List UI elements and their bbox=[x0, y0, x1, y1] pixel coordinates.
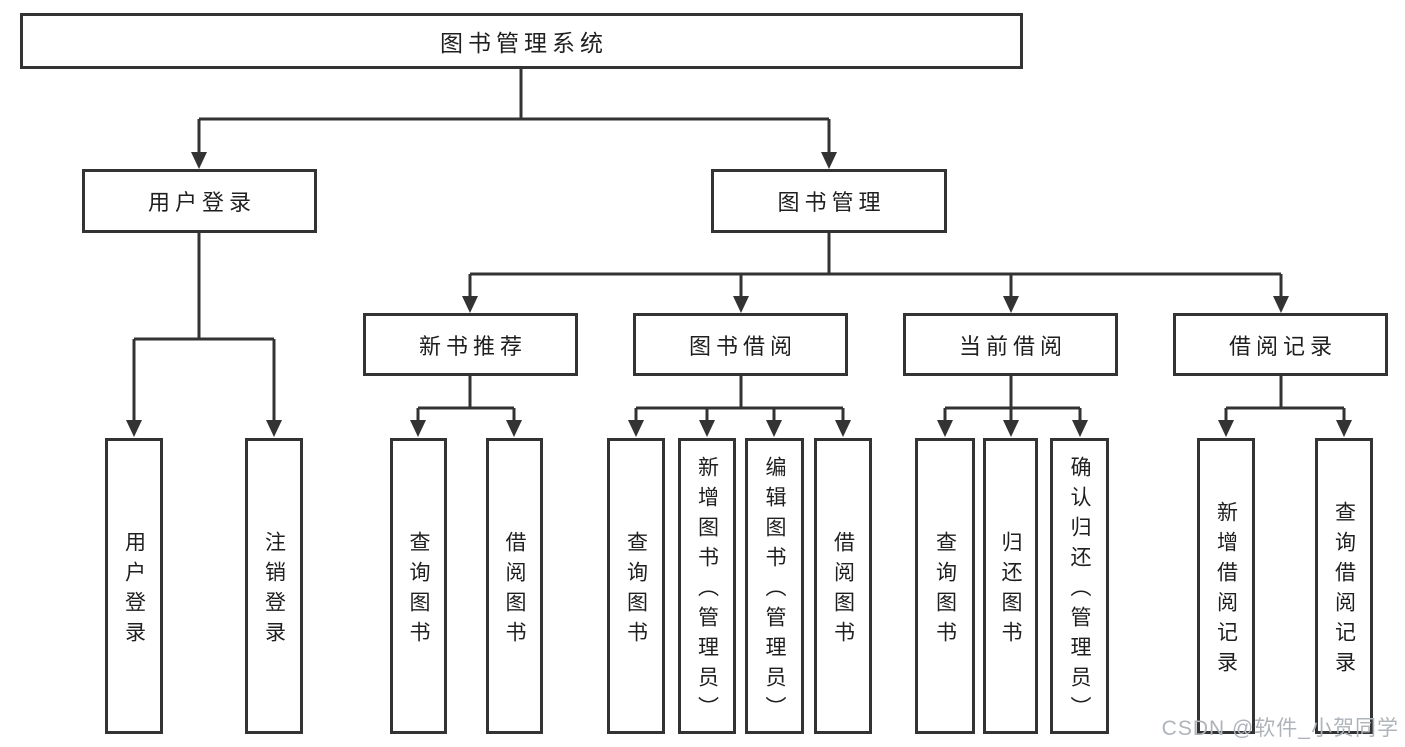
node-label: 新书推荐 bbox=[418, 333, 527, 359]
node-user-login: 用户登录 bbox=[82, 169, 317, 233]
node-label: 图书借阅 bbox=[688, 333, 797, 359]
node-label: 编辑图书（管理员） bbox=[763, 455, 786, 726]
node-label: 查询图书 bbox=[624, 530, 648, 651]
leaf-query-books-borrowing: 查询图书 bbox=[607, 438, 665, 734]
node-new-book-recommend: 新书推荐 bbox=[363, 313, 578, 376]
node-label: 确认归还（管理员） bbox=[1068, 455, 1091, 726]
node-label: 查询图书 bbox=[407, 530, 430, 651]
node-label: 新增图书（管理员） bbox=[695, 455, 719, 726]
node-borrowing-records: 借阅记录 bbox=[1173, 313, 1388, 376]
node-label: 用户登录 bbox=[122, 530, 146, 651]
node-book-management: 图书管理 bbox=[711, 169, 947, 233]
leaf-query-borrow-record: 查询借阅记录 bbox=[1315, 438, 1373, 734]
leaf-add-borrow-record: 新增借阅记录 bbox=[1197, 438, 1255, 734]
node-label: 借阅记录 bbox=[1228, 333, 1337, 359]
node-label: 借阅图书 bbox=[503, 530, 526, 651]
node-book-borrowing: 图书借阅 bbox=[633, 313, 848, 376]
leaf-logout: 注销登录 bbox=[245, 438, 303, 734]
node-label: 查询借阅记录 bbox=[1332, 500, 1356, 681]
leaf-user-login: 用户登录 bbox=[105, 438, 163, 734]
node-current-borrowing: 当前借阅 bbox=[903, 313, 1118, 376]
node-library-management-system: 图书管理系统 bbox=[20, 13, 1023, 69]
tree-branch-lines bbox=[132, 69, 1346, 423]
leaf-confirm-return-admin: 确认归还（管理员） bbox=[1050, 438, 1109, 734]
leaf-query-books-current: 查询图书 bbox=[915, 438, 975, 734]
node-label: 注销登录 bbox=[262, 530, 286, 651]
node-label: 图书管理系统 bbox=[440, 30, 608, 56]
leaf-query-books-recommend: 查询图书 bbox=[390, 438, 447, 734]
leaf-borrow-books-recommend: 借阅图书 bbox=[486, 438, 543, 734]
node-label: 借阅图书 bbox=[831, 530, 855, 651]
node-label: 图书管理 bbox=[777, 190, 886, 215]
leaf-return-book: 归还图书 bbox=[983, 438, 1038, 734]
csdn-watermark: CSDN @软件_小贺同学 bbox=[1161, 717, 1399, 740]
node-label: 新增借阅记录 bbox=[1214, 500, 1238, 681]
arrowhead-icons bbox=[126, 152, 1352, 437]
node-label: 当前借阅 bbox=[958, 333, 1067, 359]
node-label: 用户登录 bbox=[147, 190, 256, 215]
leaf-borrow-books-borrowing: 借阅图书 bbox=[814, 438, 872, 734]
node-label: 查询图书 bbox=[933, 530, 957, 651]
node-label: 归还图书 bbox=[999, 530, 1022, 651]
leaf-add-book-admin: 新增图书（管理员） bbox=[678, 438, 736, 734]
leaf-edit-book-admin: 编辑图书（管理员） bbox=[745, 438, 804, 734]
